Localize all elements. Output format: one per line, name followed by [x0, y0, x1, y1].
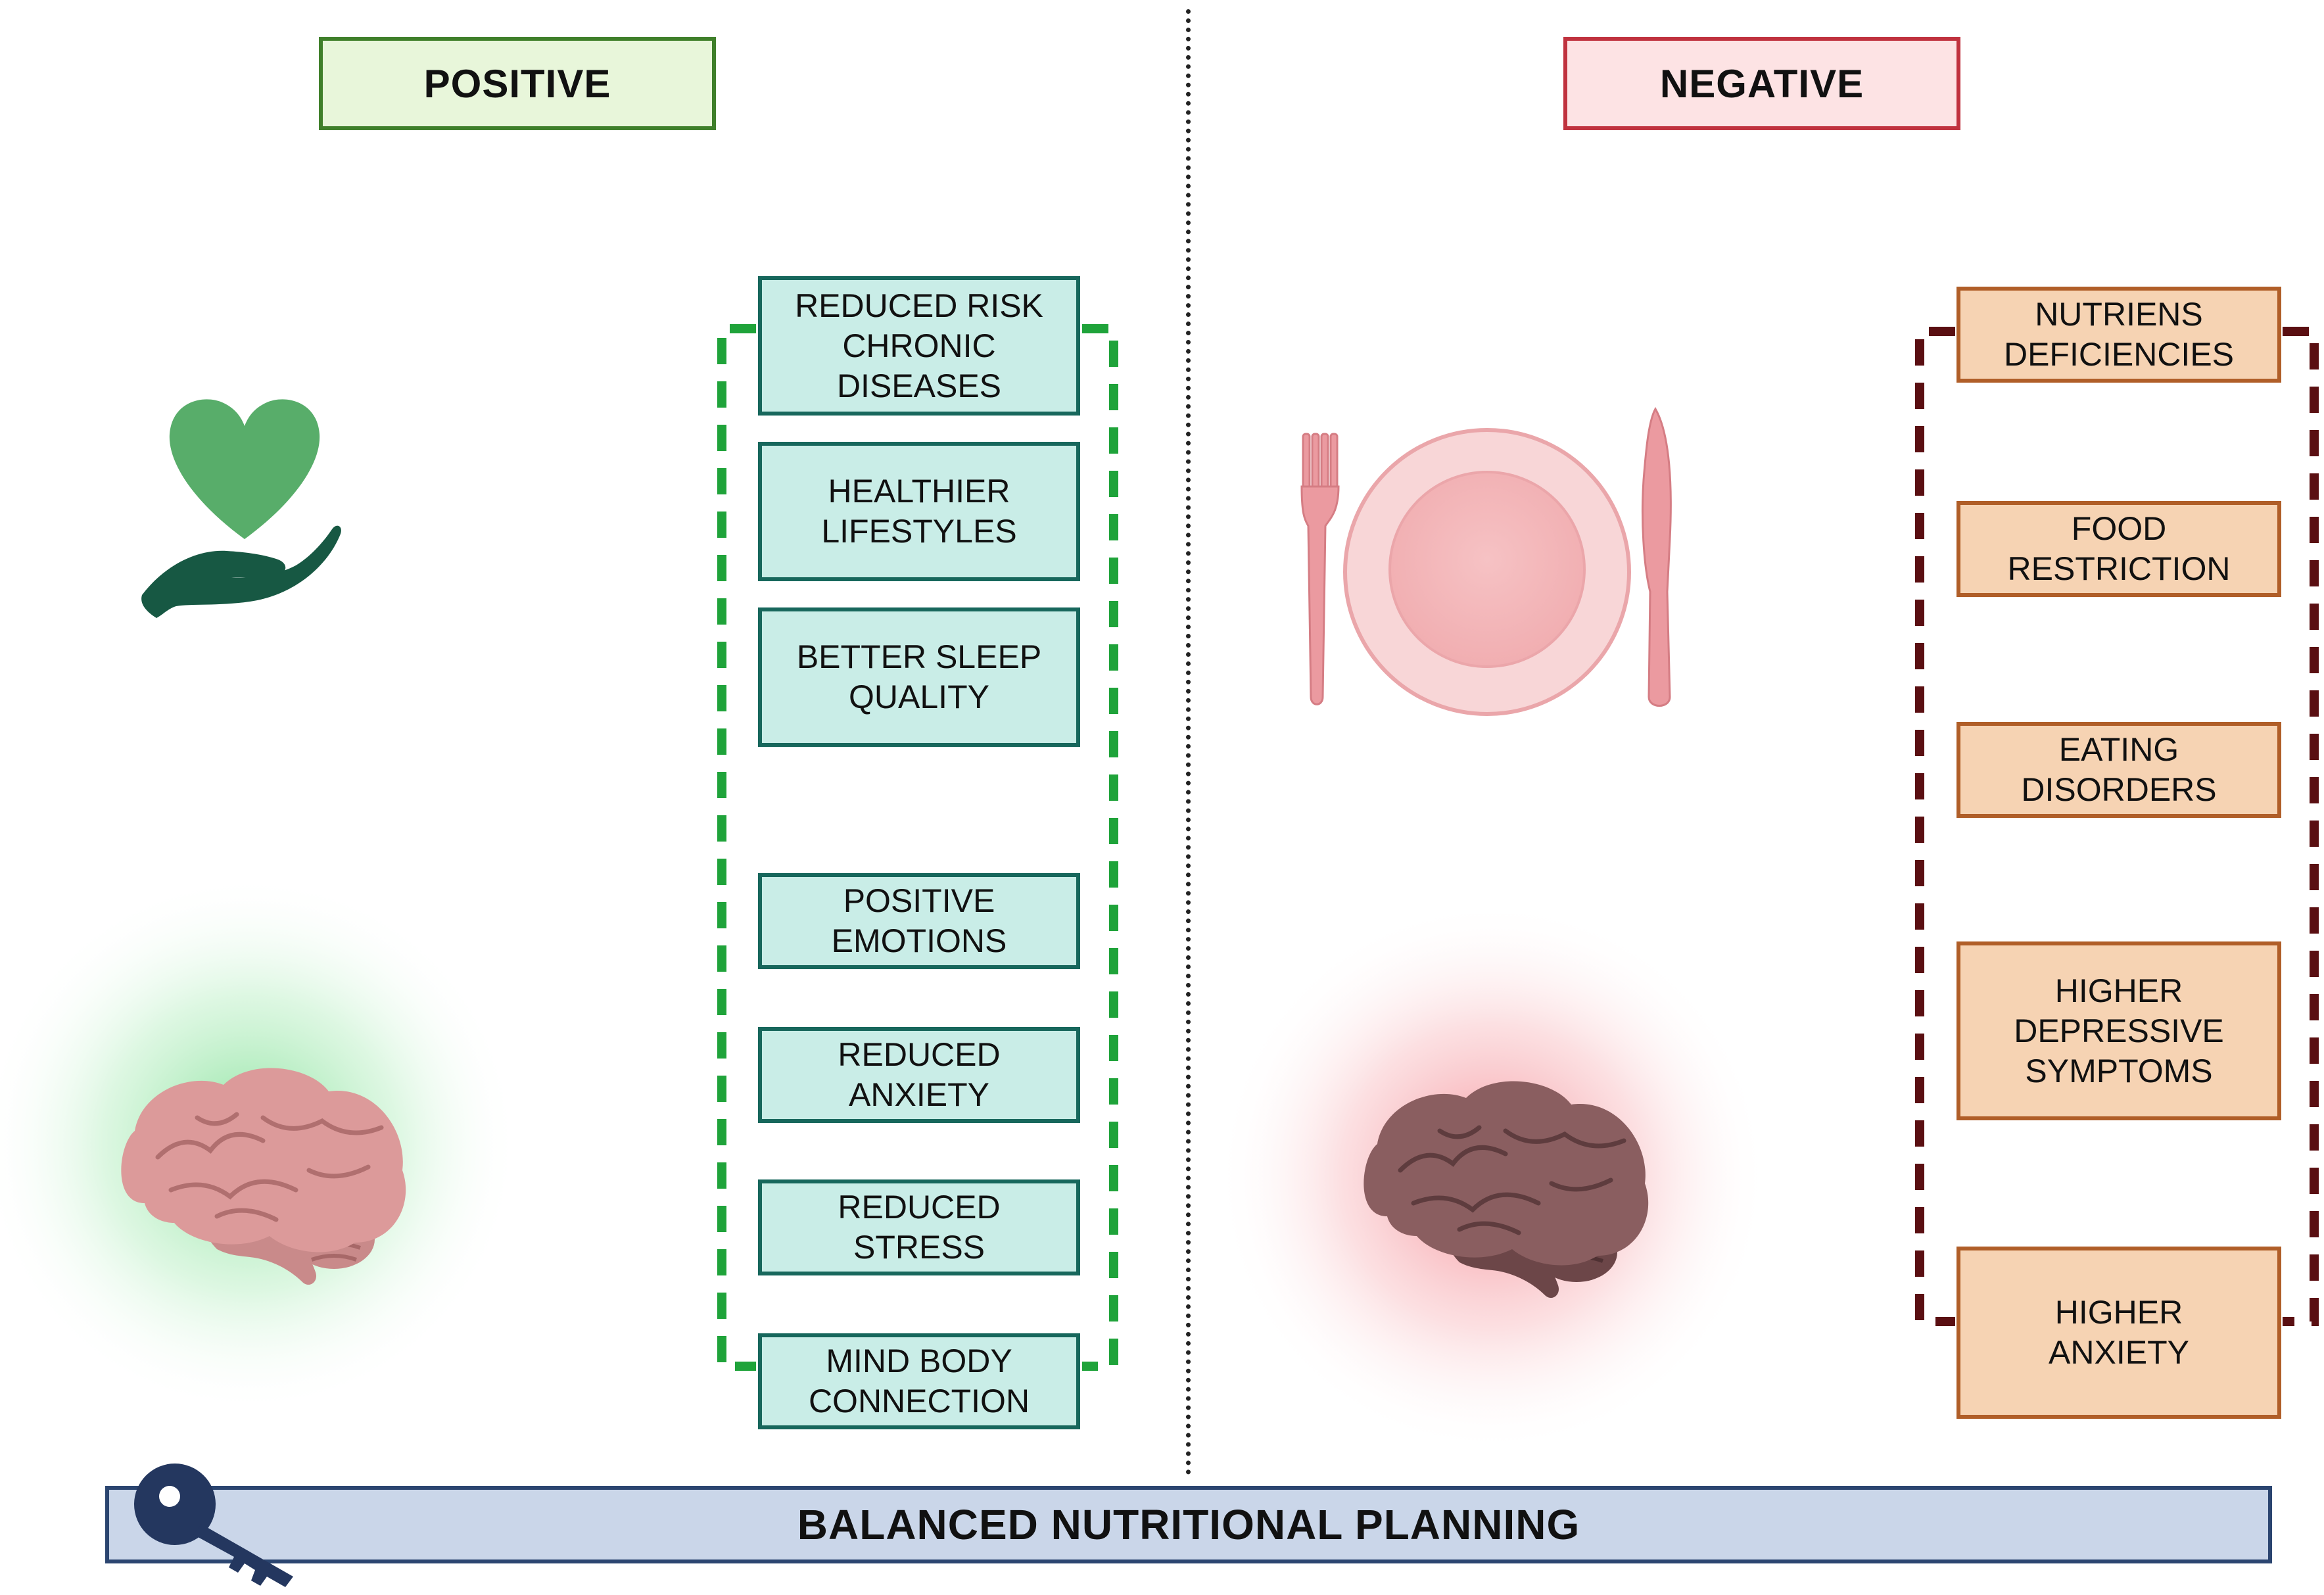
negative-effect-box: HIGHER ANXIETY: [1956, 1247, 2281, 1419]
effect-label-line: ANXIETY: [849, 1076, 989, 1113]
effect-label-line: DEFICIENCIES: [2003, 336, 2235, 373]
effect-label-line: QUALITY: [849, 678, 989, 715]
bar-label: BALANCED NUTRITIONAL PLANNING: [797, 1501, 1580, 1548]
positive-effect-box: REDUCED RISK CHRONIC DISEASES: [758, 276, 1080, 416]
center-divider: [1186, 9, 1191, 1475]
effect-label-line: LIFESTYLES: [821, 513, 1017, 550]
effect-label-line: STRESS: [853, 1229, 985, 1266]
brain-icon: [121, 1068, 406, 1285]
effect-label-line: DEPRESSIVE: [2014, 1012, 2224, 1049]
negative-brain-icon: [1364, 1081, 1649, 1298]
effect-label-line: MIND BODY: [826, 1343, 1012, 1379]
heart-in-hand-icon: [141, 399, 341, 618]
positive-bracket: [717, 324, 1118, 1371]
negative-effect-box: HIGHER DEPRESSIVE SYMPTOMS: [1956, 941, 2281, 1120]
effect-label-line: HIGHER: [2054, 1294, 2183, 1331]
effect-label-line: SYMPTOMS: [2025, 1052, 2213, 1089]
effect-label-line: FOOD: [2071, 510, 2167, 547]
effect-label-line: EMOTIONS: [831, 922, 1007, 959]
positive-effect-box: MIND BODY CONNECTION: [758, 1333, 1080, 1429]
plate-fork-knife-icon: [1300, 406, 1672, 716]
positive-effect-box: BETTER SLEEP QUALITY: [758, 607, 1080, 747]
effect-label-line: DISORDERS: [2021, 771, 2217, 808]
effect-label-line: EATING: [2058, 731, 2179, 768]
positive-effect-box: REDUCED STRESS: [758, 1179, 1080, 1275]
positive-effect-box: POSITIVE EMOTIONS: [758, 873, 1080, 969]
effect-label-line: NUTRIENS: [2035, 296, 2203, 333]
effect-label-line: HEALTHIER: [828, 473, 1010, 510]
effect-label-line: DISEASES: [836, 367, 1002, 404]
effect-label-line: RESTRICTION: [2007, 550, 2231, 587]
negative-effect-box: FOOD RESTRICTION: [1956, 501, 2281, 597]
effect-label-line: CHRONIC: [842, 327, 996, 364]
effect-label-line: REDUCED RISK: [795, 287, 1043, 324]
key-icon: [134, 1464, 293, 1587]
negative-bracket: [1915, 327, 2319, 1326]
effect-label-line: REDUCED: [838, 1036, 1001, 1073]
effect-label-line: BETTER SLEEP: [796, 638, 1042, 675]
negative-effect-box: EATING DISORDERS: [1956, 722, 2281, 818]
effect-label-line: CONNECTION: [808, 1383, 1030, 1419]
negative-effect-box: NUTRIENS DEFICIENCIES: [1956, 287, 2281, 383]
effect-label-line: ANXIETY: [2049, 1334, 2189, 1371]
positive-header: POSITIVE: [319, 37, 716, 130]
effect-label-line: HIGHER: [2054, 972, 2183, 1009]
negative-header: NEGATIVE: [1563, 37, 1960, 130]
effect-label-line: REDUCED: [838, 1189, 1001, 1226]
effect-label-line: POSITIVE: [843, 882, 995, 919]
positive-effect-box: HEALTHIER LIFESTYLES: [758, 442, 1080, 581]
positive-effect-box: REDUCED ANXIETY: [758, 1027, 1080, 1123]
balanced-planning-bar: BALANCED NUTRITIONAL PLANNING: [105, 1486, 2272, 1563]
